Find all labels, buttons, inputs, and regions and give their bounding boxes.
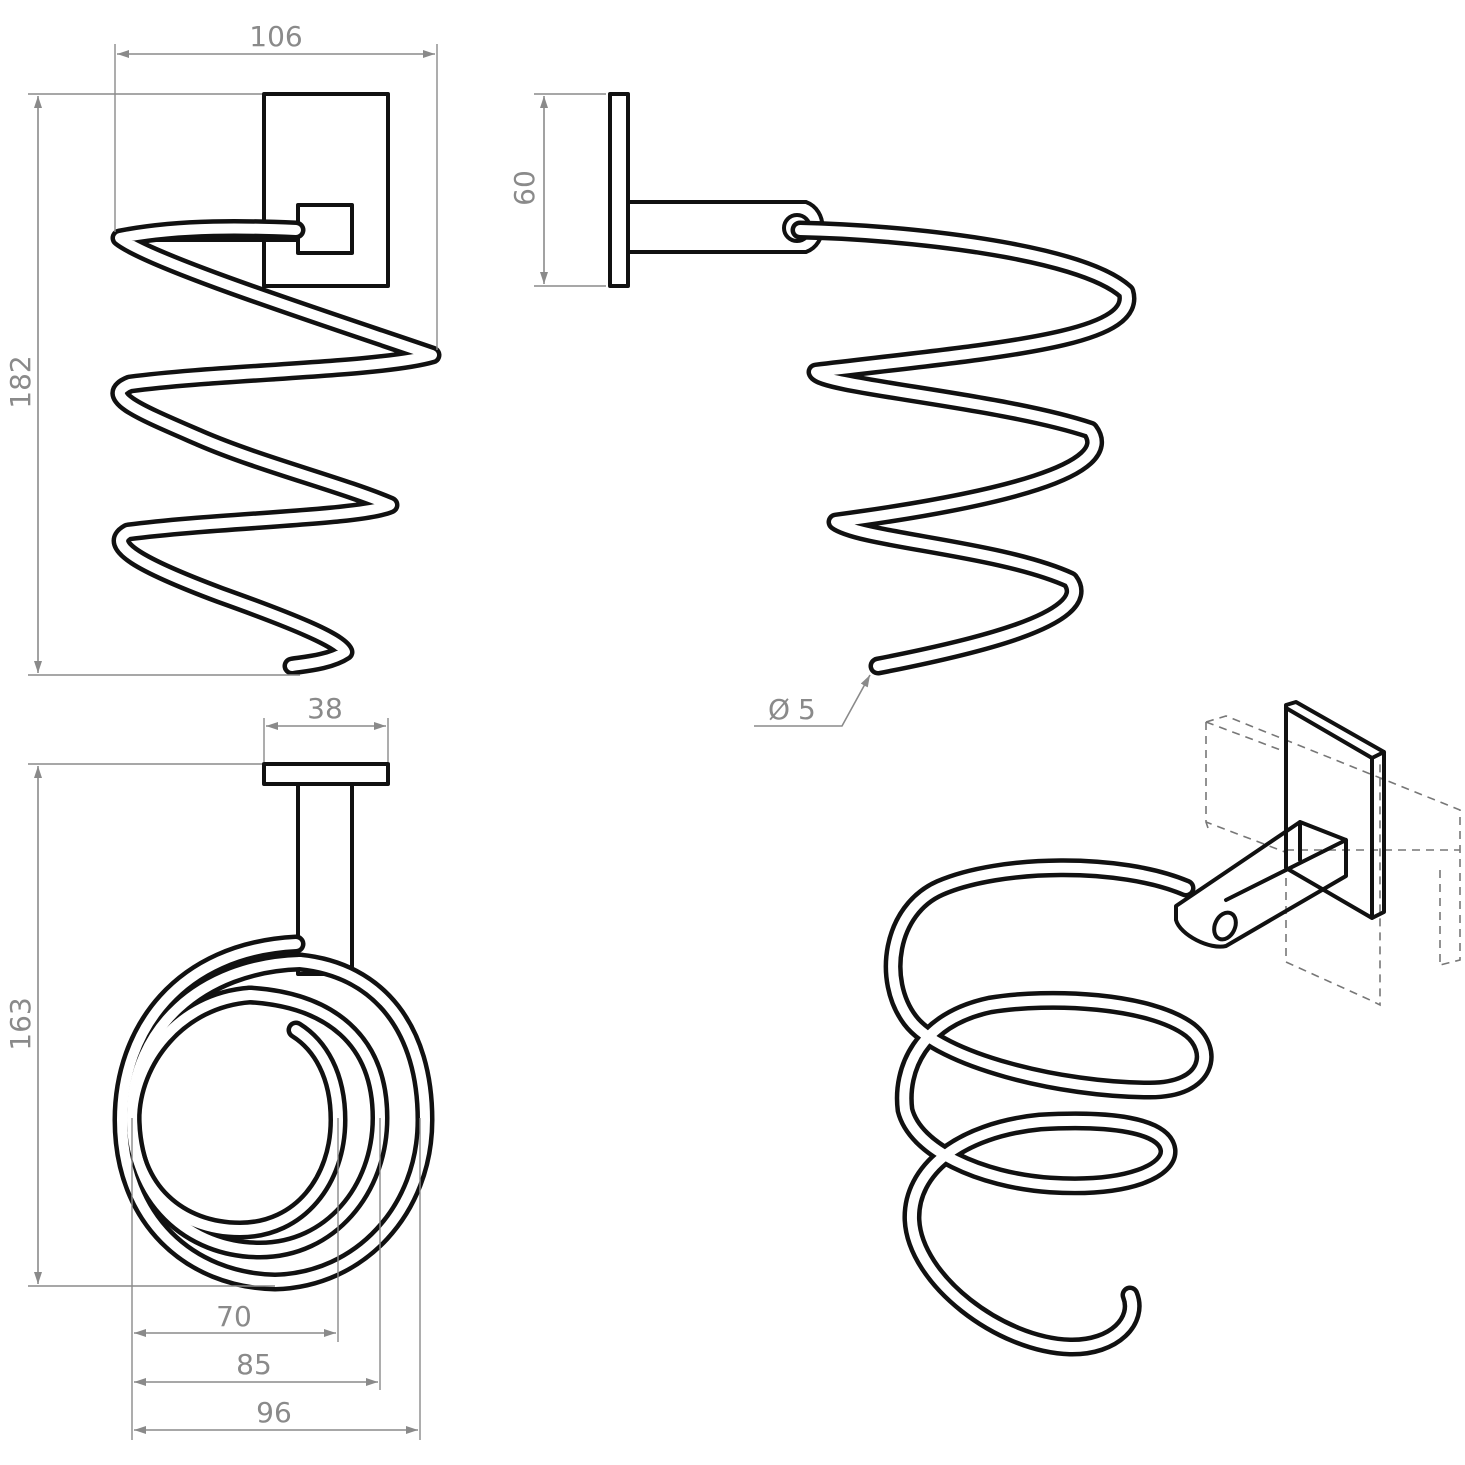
holder-block-front bbox=[296, 203, 354, 255]
spiral-wire-side-inner bbox=[795, 225, 1132, 671]
hidden-box bbox=[1205, 715, 1461, 1007]
wall-plate-iso bbox=[1284, 700, 1386, 920]
dim-182-label: 182 bbox=[4, 355, 37, 408]
dim-106-label: 106 bbox=[249, 20, 302, 53]
support-arm-iso bbox=[1174, 820, 1348, 949]
dim-96-label: 96 bbox=[256, 1396, 292, 1429]
dim-70-label: 70 bbox=[216, 1300, 252, 1333]
arm-end-eye-iso bbox=[1212, 910, 1238, 942]
dim-85-label: 85 bbox=[236, 1348, 272, 1381]
dim-163-label: 163 bbox=[4, 997, 37, 1050]
support-arm-plan bbox=[296, 782, 354, 976]
front-view: 106 182 bbox=[4, 20, 442, 676]
plan-view: 38 163 70 85 96 bbox=[4, 692, 435, 1440]
wall-plate-plan bbox=[262, 762, 390, 786]
spiral-wire-iso-inner bbox=[888, 862, 1210, 1353]
dim-diameter-label: 5 bbox=[798, 693, 816, 726]
spiral-wire-front bbox=[110, 218, 442, 676]
spiral-wire-front-inner bbox=[114, 223, 437, 671]
side-view: 60 Ø 5 bbox=[508, 92, 1137, 727]
dim-60-label: 60 bbox=[508, 170, 541, 206]
dim-38-label: 38 bbox=[307, 692, 343, 725]
spiral-wire-side bbox=[790, 220, 1137, 676]
isometric-view bbox=[883, 700, 1461, 1357]
dim-diameter-symbol: Ø bbox=[768, 693, 790, 726]
leader-diameter bbox=[754, 674, 871, 727]
wall-plate-front bbox=[262, 92, 390, 288]
wall-plate-side bbox=[608, 92, 630, 288]
